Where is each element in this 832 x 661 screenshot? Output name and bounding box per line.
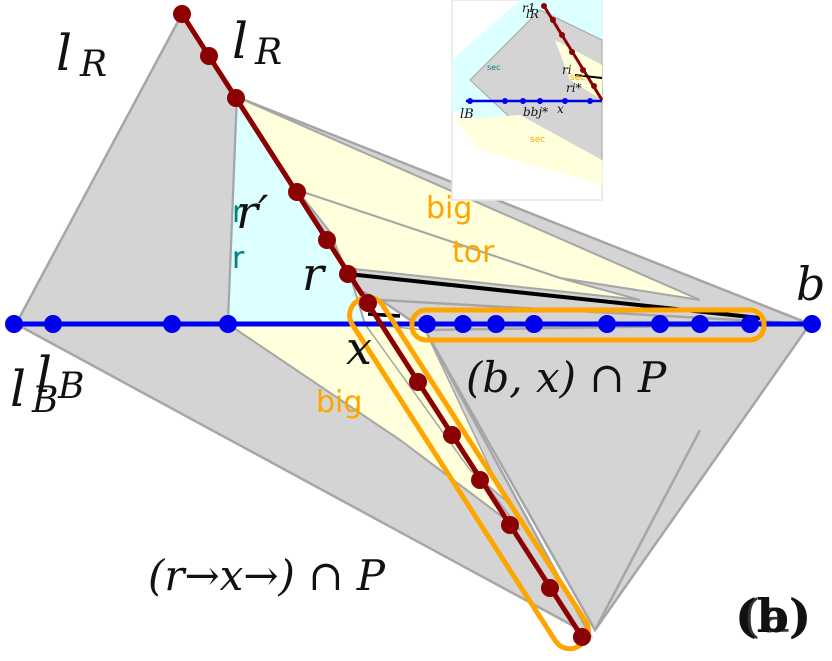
inset-yellow-wedge: [555, 40, 602, 100]
big-sector-top-label: big: [426, 191, 472, 226]
inset-thumbnail: r1 lR ri ri* lB bbj* x sec sec sec: [451, 0, 604, 201]
blue-point: [598, 315, 616, 333]
red-point: [443, 426, 461, 444]
blue-point: [741, 315, 759, 333]
sector-tor-label: tor: [452, 235, 495, 270]
red-point: [318, 231, 336, 249]
red-point: [409, 373, 427, 391]
gray-line-2: [593, 429, 702, 631]
red-point: [227, 89, 245, 107]
inset-label-r1: r1: [522, 1, 535, 15]
label-x: x: [346, 321, 372, 375]
inset-red-point: [541, 3, 547, 9]
inset-red-point: [569, 49, 575, 55]
red-point: [573, 628, 591, 646]
orange-highlight-bx: [409, 307, 767, 343]
inset-label-lR: lR: [526, 7, 539, 21]
blue-point: [219, 315, 237, 333]
inset-label-lB: lB: [460, 107, 474, 122]
label-bx-cap-p: (b, x) ∩ P: [466, 353, 667, 402]
label-lB-a-sub: B: [57, 366, 84, 407]
label-lR-top: l R: [232, 12, 282, 73]
blue-point: [44, 315, 62, 333]
inset-red-point: [580, 67, 586, 73]
red-line-lR: [179, 12, 585, 639]
red-point: [541, 579, 559, 597]
label-lR-top-sub: R: [254, 32, 282, 73]
label-r-prime: r′: [236, 185, 269, 239]
label-rx-cap-p: (r→x→) ∩ P: [148, 551, 386, 600]
inset-yellow-band: [455, 115, 602, 185]
red-point: [200, 47, 218, 65]
inset-red-point: [559, 32, 565, 38]
inset-label-sec-c: sec: [487, 63, 501, 72]
sector-middle: [294, 187, 641, 301]
red-point: [471, 471, 489, 489]
label-lB-a-main: l: [36, 346, 52, 404]
inset-label-x: x: [557, 102, 564, 116]
inset-red-point: [591, 83, 597, 89]
inset-label-bb: bbj*: [523, 105, 548, 119]
inset-label-ri-star: ri*: [566, 81, 582, 95]
red-points: [173, 5, 591, 646]
blue-point: [651, 315, 669, 333]
cyan-region-label-a: r: [232, 195, 245, 230]
red-point: [501, 516, 519, 534]
blue-point: [454, 315, 472, 333]
label-r: r: [302, 247, 327, 301]
blue-point: [487, 315, 505, 333]
label-lR-left: l R: [56, 24, 107, 85]
blue-point: [525, 315, 543, 333]
label-lB-b-main: l: [10, 360, 26, 418]
red-point-r: [339, 265, 357, 283]
inset-blue-points: [467, 98, 593, 104]
label-lB-b: l B: [10, 360, 58, 421]
label-lR-top-main: l: [232, 12, 248, 70]
red-point-x: [359, 294, 377, 312]
inset-label-sec-a: sec: [570, 73, 585, 83]
inset-blue-point: [467, 98, 473, 104]
blue-point: [5, 315, 23, 333]
label-lB-b-sub: B: [31, 380, 58, 421]
inset-black-segment: [574, 74, 603, 79]
inset-blue-point: [587, 98, 593, 104]
inset-blue-point: [520, 98, 526, 104]
label-lB-a: l B: [36, 346, 84, 407]
panel-label-b: (b): [735, 589, 811, 643]
inset-blue-point: [562, 98, 568, 104]
label-b: b: [796, 257, 825, 311]
inset-label-ri: ri: [562, 63, 572, 77]
inset-label-sec-b: sec: [530, 135, 545, 145]
red-point: [288, 183, 306, 201]
blue-point-b: [803, 315, 821, 333]
cyan-region-label-b: r: [232, 241, 245, 276]
panel-label-a: (a): [738, 589, 811, 643]
blue-points: [5, 315, 821, 333]
inset-blue-point: [502, 98, 508, 104]
blue-point: [691, 315, 709, 333]
blue-point: [418, 315, 436, 333]
inset-red-points: [541, 3, 597, 89]
label-lR-left-sub: R: [79, 44, 107, 85]
blue-point: [163, 315, 181, 333]
big-sector-bottom-label: big: [316, 385, 362, 420]
label-lR-left-main: l: [56, 24, 72, 82]
inset-blue-point: [537, 98, 543, 104]
inset-red-point: [550, 17, 556, 23]
red-point: [173, 5, 191, 23]
